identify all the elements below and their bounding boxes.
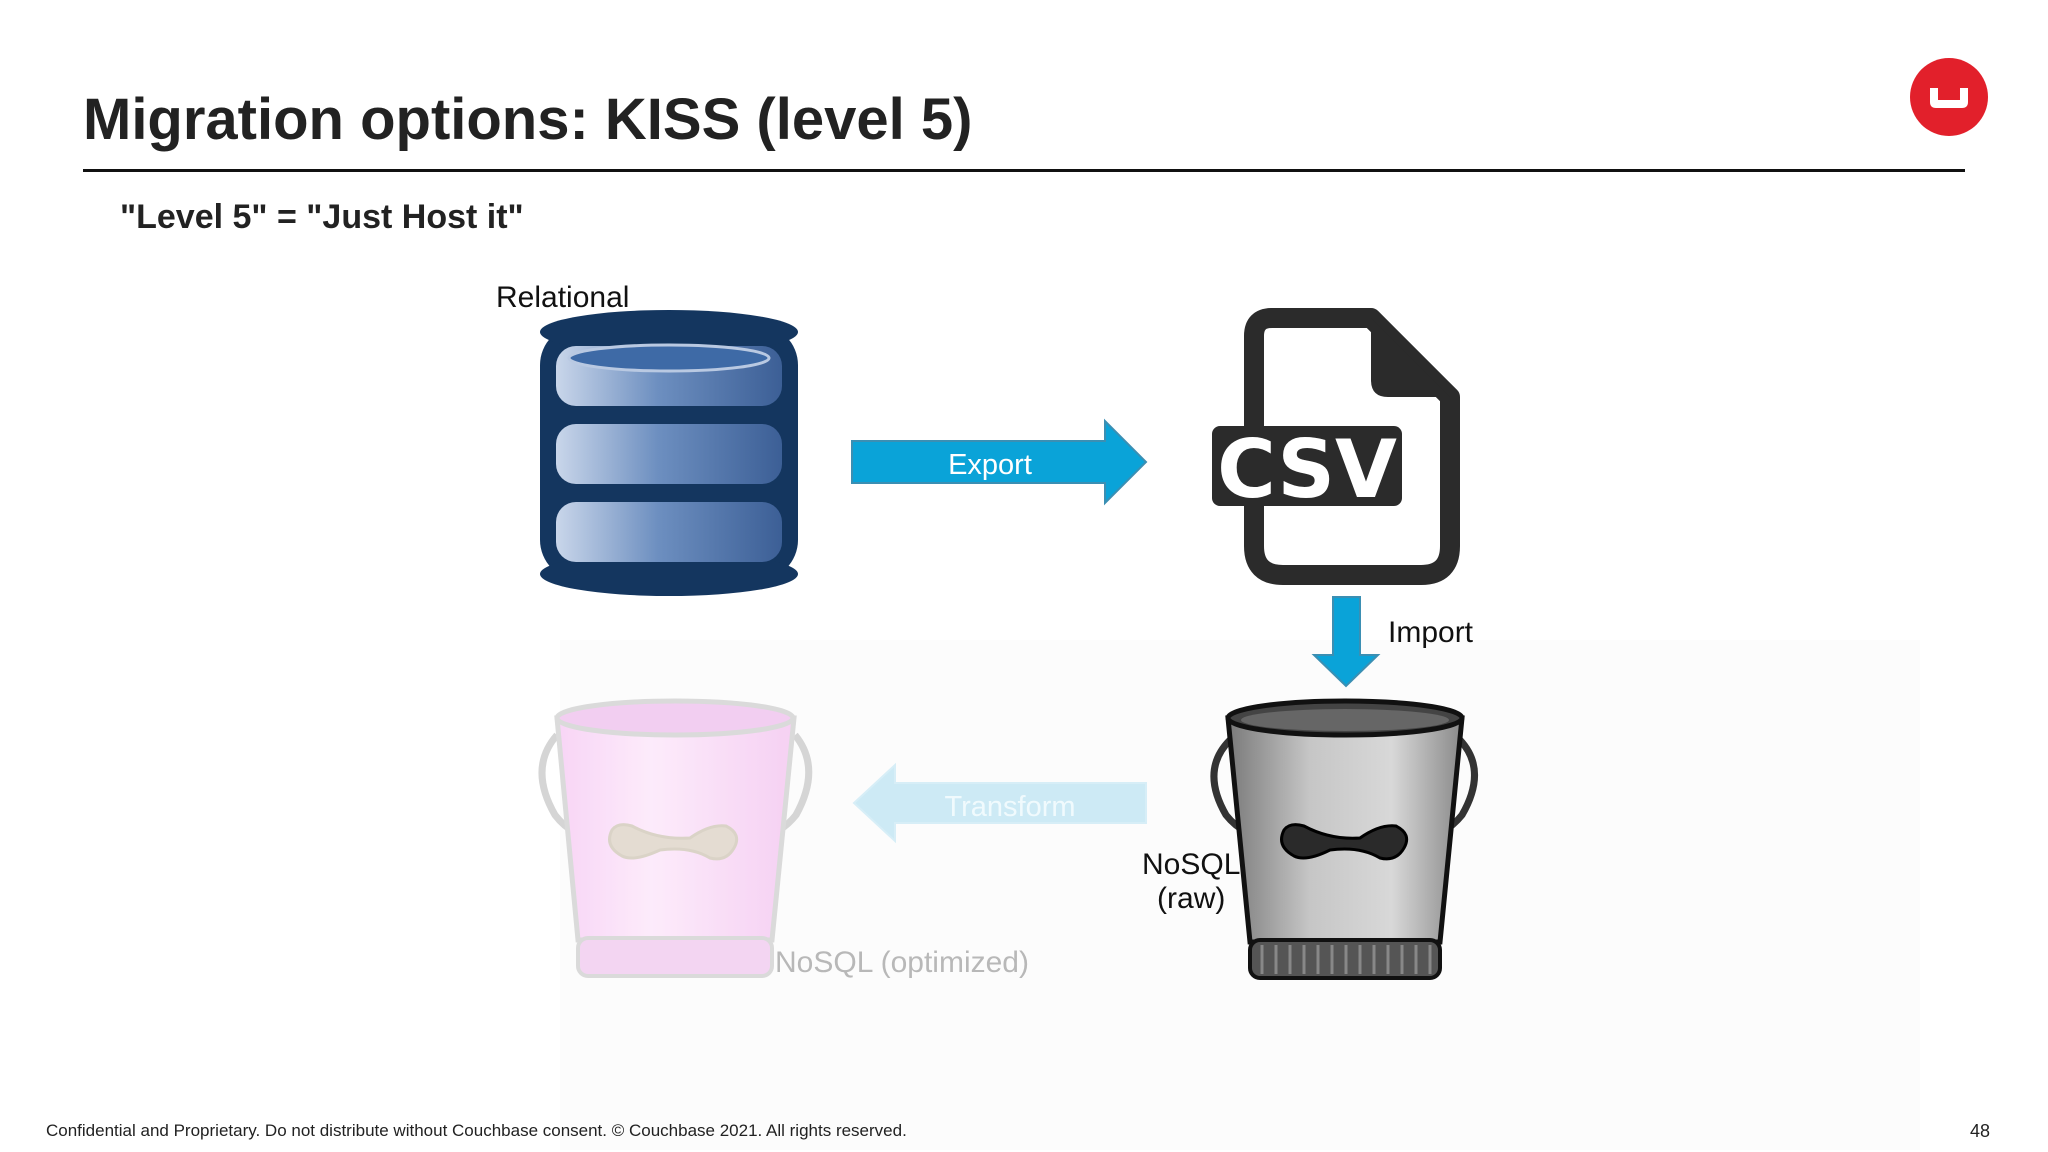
footer-disclaimer: Confidential and Proprietary. Do not dis… [46,1121,907,1140]
nosql-raw-label-line2: (raw) [1157,882,1226,915]
transform-arrow: Transform [852,762,1147,844]
slide-subtitle: "Level 5" = "Just Host it" [120,198,524,236]
slide-title: Migration options: KISS (level 5) [83,87,973,152]
import-label: Import [1388,616,1474,649]
relational-label: Relational [496,281,630,314]
csv-file-icon: CSV [1212,308,1460,585]
transform-label: Transform [944,791,1075,823]
csv-label: CSV [1217,423,1397,516]
nosql-optimized-bucket-icon [538,698,813,978]
page-number: 48 [1969,1121,1990,1141]
database-icon [540,310,798,596]
export-label: Export [948,449,1032,481]
title-divider [83,169,1965,172]
nosql-raw-bucket-icon [1210,698,1478,980]
export-arrow: Export [851,418,1148,506]
couchbase-logo [1910,58,1988,136]
import-arrow [1311,596,1381,688]
nosql-raw-label-line1: NoSQL [1142,848,1241,881]
nosql-raw-label: NoSQL (raw) [1142,848,1240,916]
nosql-optimized-label: NoSQL (optimized) [775,946,1029,979]
